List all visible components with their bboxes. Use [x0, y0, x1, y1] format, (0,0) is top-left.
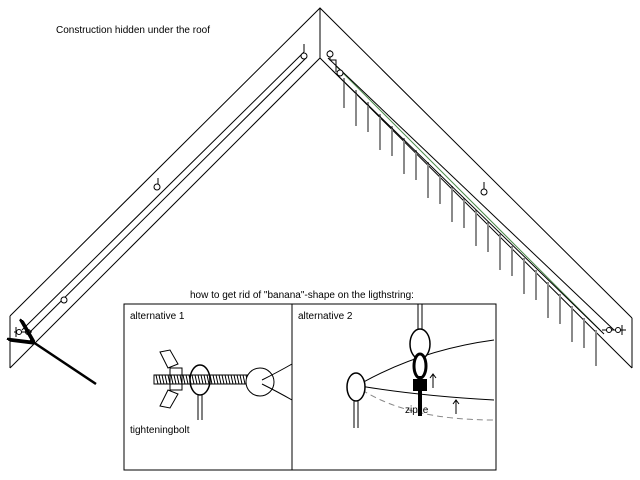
wing-nut	[159, 349, 179, 409]
bolt-thread-line	[224, 374, 228, 385]
pointer-arrow	[30, 340, 97, 386]
bolt-thread-line	[161, 374, 165, 385]
bolt-thread-line	[185, 374, 189, 385]
hanger-ring-lower	[412, 352, 428, 380]
bolt-thread-line	[230, 374, 234, 385]
tightening-bolt-label: tighteningbolt	[130, 425, 190, 436]
bolt-thread-line	[242, 374, 246, 385]
alternative-2-panel: alternative 2 ziptie	[298, 304, 495, 428]
alternative-2-label: alternative 2	[298, 311, 353, 322]
bolt-thread-line	[236, 374, 240, 385]
bolt-thread-line	[218, 374, 222, 385]
bolt-thread-line	[233, 374, 237, 385]
left-clip-ring	[60, 296, 68, 304]
detail-box	[123, 303, 497, 471]
right-light-string-bulbs	[343, 78, 597, 366]
bolt-thread-line	[212, 374, 216, 385]
alternative-1-label: alternative 1	[130, 311, 185, 322]
bolt-thread-line	[179, 374, 183, 385]
right-top-ring	[326, 50, 334, 58]
bolt-thread-line	[191, 374, 195, 385]
left-light-string	[21, 44, 307, 333]
bolt-thread-line	[203, 374, 207, 385]
bolt-thread-line	[170, 374, 174, 385]
tension-arrow-2	[452, 399, 460, 414]
ziptie-head	[413, 379, 427, 391]
bolt-thread-line	[182, 374, 186, 385]
bolt-thread-line	[215, 374, 219, 385]
end-ring	[346, 372, 366, 402]
bolt-thread-line	[158, 374, 162, 385]
left-top-ring	[300, 52, 308, 60]
bolt-thread-line	[206, 374, 210, 385]
right-second-ring	[336, 69, 344, 77]
left-mid-ring	[153, 183, 161, 191]
right-end-fitting	[602, 325, 626, 335]
bolt-thread-line	[164, 374, 168, 385]
wire-lower-2	[359, 385, 495, 401]
diagram-subtitle: how to get rid of "banana"-shape on the …	[190, 290, 414, 301]
wire-upper	[261, 363, 293, 381]
bolt-thread-line	[239, 374, 243, 385]
clip-ring	[189, 364, 211, 396]
bolt-thread-line	[176, 374, 180, 385]
tension-arrow-1	[429, 373, 437, 388]
right-mid-ring	[480, 188, 488, 196]
bolt-thread-line	[167, 374, 171, 385]
bolt-eye	[245, 367, 275, 397]
bolt-thread-line	[155, 374, 159, 385]
bolt-thread-line	[194, 374, 198, 385]
diagram-title: Construction hidden under the roof	[56, 25, 210, 36]
ziptie-label: ziptie	[405, 405, 429, 416]
bolt-thread-line	[221, 374, 225, 385]
bolt-thread-line	[197, 374, 201, 385]
bolt-thread-line	[200, 374, 204, 385]
right-light-string	[327, 50, 615, 335]
bolt-thread-line	[173, 374, 177, 385]
alternative-1-panel: alternative 1 tighteningbolt	[130, 311, 293, 436]
wire-lower	[261, 383, 293, 401]
bolt-thread-line	[227, 374, 231, 385]
